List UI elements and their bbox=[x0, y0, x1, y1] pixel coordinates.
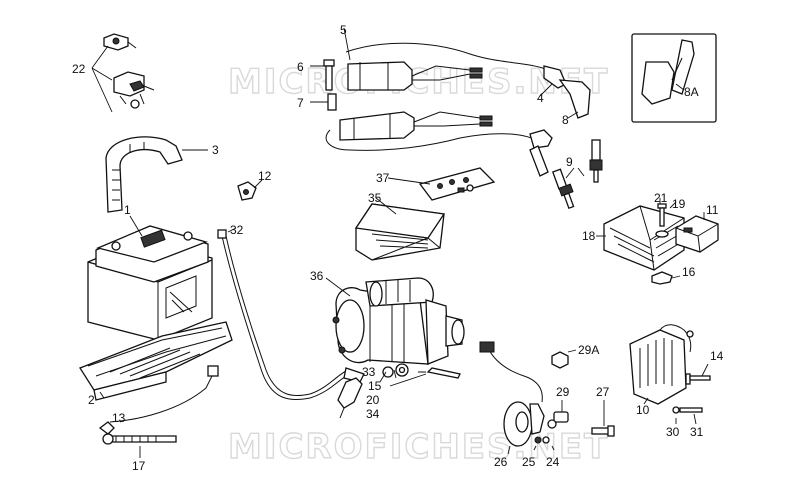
watermark-bottom: MICROFICHES.NET bbox=[228, 427, 609, 467]
label-3: 3 bbox=[212, 143, 219, 157]
label-6: 6 bbox=[297, 60, 304, 74]
battery-strap bbox=[105, 136, 183, 213]
leader-22 bbox=[91, 45, 113, 113]
ground-cable bbox=[217, 229, 365, 401]
label-8: 8 bbox=[562, 113, 569, 127]
electronic-module bbox=[354, 203, 446, 261]
leader-12 bbox=[253, 179, 263, 189]
regulator-screw-washer bbox=[655, 203, 669, 238]
grommet bbox=[651, 271, 673, 285]
cable-clip bbox=[237, 181, 257, 201]
leader-10 bbox=[643, 397, 649, 405]
sensor-hardware bbox=[534, 351, 615, 444]
leader-35 bbox=[375, 197, 397, 215]
label-29A: 29A bbox=[578, 343, 599, 357]
leader-26 bbox=[507, 445, 511, 455]
ignition-coil-upper bbox=[345, 42, 549, 91]
cable-and-tie bbox=[98, 365, 219, 445]
pickup-sensor bbox=[479, 341, 545, 447]
starter-motor bbox=[332, 277, 465, 365]
label-9: 9 bbox=[566, 155, 573, 169]
leader-16 bbox=[671, 275, 681, 279]
label-34: 34 bbox=[366, 407, 380, 421]
label-22: 22 bbox=[72, 62, 86, 76]
ignition-switch-parts bbox=[103, 33, 155, 109]
ignition-coil-lower bbox=[325, 111, 537, 151]
voltage-regulator bbox=[603, 205, 685, 271]
leaders-19-21 bbox=[659, 198, 677, 209]
inset-8A bbox=[631, 33, 717, 123]
label-33: 33 bbox=[362, 365, 376, 379]
label-2: 2 bbox=[88, 393, 95, 407]
label-18: 18 bbox=[582, 229, 596, 243]
label-27: 27 bbox=[596, 385, 610, 399]
spark-plug-caps bbox=[529, 65, 591, 177]
label-37: 37 bbox=[376, 171, 390, 185]
label-19: 19 bbox=[672, 197, 686, 211]
label-7: 7 bbox=[297, 96, 304, 110]
battery bbox=[87, 225, 213, 341]
label-8A: 8A bbox=[684, 85, 699, 99]
leaders-15-20-33-34 bbox=[379, 369, 427, 387]
starter-terminal-parts bbox=[337, 363, 461, 419]
label-11: 11 bbox=[706, 203, 719, 217]
label-4: 4 bbox=[537, 91, 544, 105]
leaders-24-29 bbox=[533, 349, 605, 451]
relay bbox=[675, 215, 719, 253]
rectifier bbox=[629, 324, 694, 405]
leader-36 bbox=[325, 277, 351, 297]
leader-8A bbox=[675, 83, 685, 91]
leaders-4-8 bbox=[539, 83, 579, 119]
label-16: 16 bbox=[682, 265, 696, 279]
rectifier-hardware bbox=[672, 373, 711, 414]
label-10: 10 bbox=[636, 403, 650, 417]
label-5: 5 bbox=[340, 23, 347, 37]
label-30: 30 bbox=[666, 425, 680, 439]
label-12: 12 bbox=[258, 169, 272, 183]
label-35: 35 bbox=[368, 191, 382, 205]
label-1: 1 bbox=[124, 203, 131, 217]
label-20: 20 bbox=[366, 393, 380, 407]
spark-plugs bbox=[551, 139, 603, 210]
leader-37 bbox=[387, 177, 431, 185]
leaders-13-17 bbox=[119, 419, 141, 458]
label-24: 24 bbox=[546, 455, 560, 469]
leader-32 bbox=[227, 227, 237, 233]
label-21: 21 bbox=[654, 191, 668, 205]
label-14: 14 bbox=[710, 349, 724, 363]
leader-2 bbox=[99, 391, 105, 399]
label-13: 13 bbox=[112, 411, 126, 425]
leaders-14-30-31 bbox=[675, 363, 709, 425]
label-29: 29 bbox=[556, 385, 570, 399]
battery-tray bbox=[79, 321, 233, 401]
leader-9 bbox=[565, 167, 585, 179]
label-17: 17 bbox=[132, 459, 146, 473]
leader-1 bbox=[129, 215, 143, 237]
label-36: 36 bbox=[310, 269, 324, 283]
label-26: 26 bbox=[494, 455, 508, 469]
label-15: 15 bbox=[368, 379, 382, 393]
label-32: 32 bbox=[230, 223, 244, 237]
label-25: 25 bbox=[522, 455, 536, 469]
leaders-6-7 bbox=[310, 65, 328, 103]
leader-5 bbox=[343, 27, 351, 61]
label-31: 31 bbox=[690, 425, 704, 439]
small-parts-kit bbox=[418, 167, 496, 201]
